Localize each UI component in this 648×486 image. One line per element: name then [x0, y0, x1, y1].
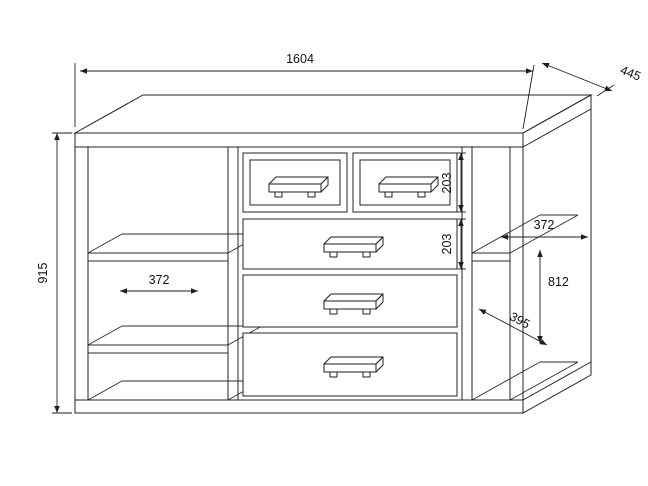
top-panel-side-edge — [522, 108, 592, 148]
right-floor-diag-r — [509, 361, 579, 401]
dim-second-drawer-height: 203 — [440, 218, 466, 270]
dim-left-opening-width: 372 — [120, 273, 198, 294]
dim-total-width-label: 1604 — [286, 52, 314, 66]
front-face — [74, 132, 524, 414]
bottom-panel-side-edge — [522, 361, 592, 401]
dim-bottom-shelf-depth: 395 — [478, 308, 548, 346]
left-compartment-shelves — [87, 233, 263, 401]
dim-right-opening-height-label: 812 — [548, 275, 569, 289]
right-compartment-shelves — [471, 214, 579, 401]
dimension-line — [541, 62, 613, 92]
dim-total-depth: 445 — [541, 62, 643, 97]
top-face — [73, 94, 593, 134]
dim-top-drawer-height: 203 — [440, 152, 466, 213]
extension-line — [596, 84, 615, 97]
dim-right-shelf-depth-label: 372 — [534, 218, 555, 232]
right-floor-diag-l — [471, 361, 541, 401]
left-shelf2-diag-l — [87, 325, 123, 346]
dim-second-drawer-height-label: 203 — [440, 234, 454, 255]
extension-line — [522, 64, 535, 130]
dim-right-shelf-depth: 372 — [501, 218, 588, 240]
drawer-stack — [242, 152, 458, 397]
right-shelf-diag-r — [509, 214, 579, 254]
dim-left-opening-width-label: 372 — [149, 273, 170, 287]
left-shelf1-diag-l — [87, 233, 123, 254]
right-shelf-diag-l — [471, 214, 541, 254]
dim-total-height: 915 — [36, 132, 72, 414]
dim-right-opening-height: 812 — [537, 250, 569, 343]
dim-total-height-label: 915 — [36, 263, 50, 284]
dim-bottom-shelf-depth-label: 395 — [507, 309, 532, 331]
dim-top-drawer-height-label: 203 — [440, 173, 454, 194]
dim-total-width: 1604 — [74, 52, 535, 130]
dim-total-depth-label: 445 — [618, 63, 643, 84]
left-floor-diag-l — [87, 380, 123, 401]
dimension-line — [478, 308, 548, 346]
